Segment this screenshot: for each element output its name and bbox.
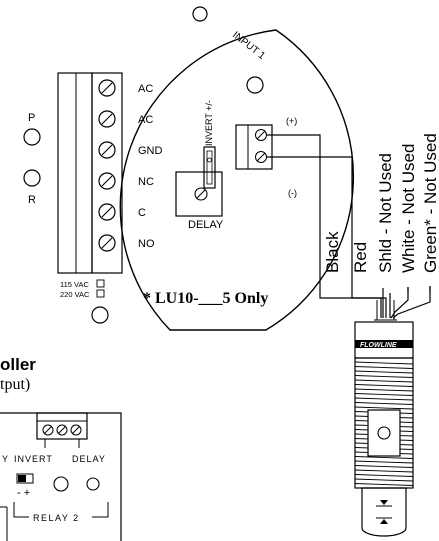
invert-switch[interactable] <box>203 146 216 189</box>
controller-relay-label: RELAY 2 <box>33 513 80 523</box>
voltage-115-box[interactable] <box>96 279 105 288</box>
controller-terminal-screw <box>70 424 82 436</box>
sensor-terminal <box>235 124 273 170</box>
wire-label-green: Green* - Not Used <box>421 133 439 273</box>
polarity-plus: (+) <box>286 116 297 126</box>
controller: oller tput) Y INVERT DELAY - + RELAY 2 <box>0 355 122 541</box>
footnote: * LU10-___5 Only <box>143 290 268 307</box>
controller-subtitle: tput) <box>0 376 30 393</box>
voltage-220-box[interactable] <box>96 289 105 298</box>
input-label: INPUT 1 <box>230 30 267 62</box>
label-p: P <box>28 112 35 124</box>
terminal-screw <box>98 110 116 128</box>
indicator-p <box>23 128 41 146</box>
label-r: R <box>28 194 36 206</box>
controller-indicator-1 <box>53 476 69 492</box>
sensor-brand: FLOWLINE <box>360 342 397 349</box>
sensor-center-hole <box>377 426 391 440</box>
controller-indicator-2 <box>86 477 100 491</box>
controller-invert-switch[interactable] <box>16 473 34 484</box>
enclosure-board: INPUT 1 P R AC AC GND NC C NO 115 VAC 220 VAC… <box>23 6 355 331</box>
terminal-screw <box>98 172 116 190</box>
controller-label-y: Y <box>2 454 9 464</box>
voltage-115-label: 115 VAC <box>60 280 89 289</box>
controller-terminal-screw <box>42 424 54 436</box>
wires <box>266 134 431 321</box>
mount-hole-right <box>246 76 264 94</box>
terminal-label: NO <box>138 238 155 250</box>
controller-terminal-screw <box>56 424 68 436</box>
terminal-label: GND <box>138 145 163 157</box>
wire-label-shield: Shld - Not Used <box>376 153 395 273</box>
delay-pot-box <box>175 171 223 217</box>
invert-switch-knob <box>207 157 212 163</box>
board-outline <box>119 29 355 331</box>
voltage-220-label: 220 VAC <box>60 290 90 299</box>
wire-black <box>266 134 382 318</box>
terminal-block <box>57 72 123 274</box>
level-up-arrow <box>380 519 388 524</box>
delay-label: DELAY <box>188 219 224 231</box>
terminal-screw <box>98 79 116 97</box>
mount-hole-bottom <box>91 306 109 324</box>
terminal-screw <box>98 141 116 159</box>
sensor-hex <box>367 409 401 457</box>
controller-title: oller <box>0 355 36 374</box>
wire-label-black: Black <box>323 231 342 273</box>
mount-hole-top <box>192 6 208 22</box>
controller-relay-bracket <box>13 502 109 518</box>
terminal-label: C <box>138 207 146 219</box>
terminal-screw <box>98 234 116 252</box>
wire-red <box>266 156 387 318</box>
level-down-arrow <box>380 500 388 505</box>
wire-label-white: White - Not Used <box>399 144 418 273</box>
controller-switch-signs: - + <box>17 487 30 499</box>
controller-label-delay: DELAY <box>72 454 106 464</box>
invert-switch-slot <box>206 150 213 185</box>
controller-label-invert: INVERT <box>14 454 53 464</box>
sensor-body: FLOWLINE <box>354 321 414 537</box>
delay-pot[interactable] <box>194 187 208 201</box>
indicator-r <box>23 169 41 187</box>
terminal-label: AC <box>138 83 153 95</box>
terminal-screw <box>98 203 116 221</box>
controller-terminal <box>36 412 88 440</box>
polarity-minus: (-) <box>288 188 297 198</box>
terminal-label: AC <box>138 114 153 126</box>
invert-label: INVERT +/- <box>204 100 214 146</box>
sensor-brand-band <box>355 340 413 348</box>
wire-label-red: Red <box>351 242 370 273</box>
terminal-label: NC <box>138 176 154 188</box>
sensor-tip <box>361 487 407 537</box>
